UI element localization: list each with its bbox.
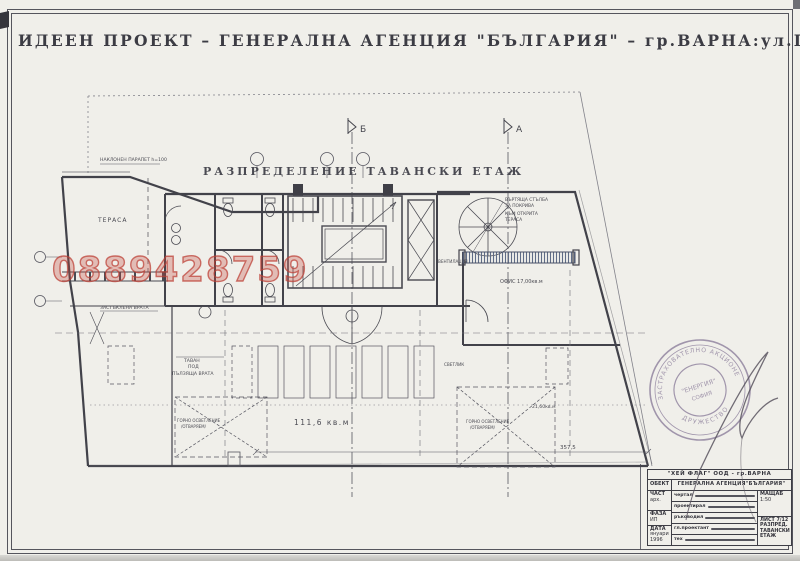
label-sliding-1: ТАВАН — [183, 358, 200, 364]
scale-cell: МАЩАБ 1:50 — [758, 491, 791, 517]
stamp-inner-2: СОФИЯ — [691, 390, 713, 402]
label-skylight-right-2: /ОТВАРЯЕМ/ — [470, 425, 496, 430]
axis-lines — [351, 132, 509, 497]
scan-edge-shadow — [0, 555, 800, 561]
doors — [89, 299, 489, 345]
label-sliding-2: ПОД — [188, 364, 199, 370]
scan-corner-blot-2 — [793, 0, 800, 9]
sheet-frame-outer — [7, 9, 793, 554]
illegible-name — [694, 494, 755, 498]
sheet-frame-inner — [11, 13, 789, 550]
object-label: ОБЕКТ — [648, 480, 672, 490]
outline-thin-echo — [62, 171, 653, 467]
axis-markers: Б А — [34, 118, 523, 307]
construction-lines — [55, 270, 648, 460]
title-block-frame — [640, 464, 794, 549]
axis-label-a: А — [516, 125, 523, 135]
staircase — [287, 195, 403, 289]
label-parapet: НАКЛОНЕН ПАРАПЕТ h=100 — [100, 157, 167, 163]
vent-shaft — [407, 199, 435, 281]
illegible-name — [705, 516, 755, 520]
part-cell: ЧАСТ арх. — [648, 491, 671, 512]
glazed-wall-band — [458, 249, 580, 266]
label-ventilation: ВЕНТИЛАЦИЯ — [438, 259, 468, 264]
label-skylight-left-2: /ОТВАРЯЕМ/ — [181, 424, 207, 429]
label-sliding-3: ПЪЛЗЯЩА ВРАТА — [172, 371, 214, 377]
plan-labels: НАКЛОНЕН ПАРАПЕТ h=100 ТЕРАСА ВЕНТИЛАЦИЯ… — [97, 157, 576, 451]
stamp-ring-bottom: ДРУЖЕСТВО — [679, 400, 733, 433]
page-title: ИДЕЕН ПРОЕКТ – ГЕНЕРАЛНА АГЕНЦИЯ "БЪЛГАР… — [18, 31, 800, 50]
illegible-name — [707, 505, 755, 509]
title-block: "ХЕЙ ФЛАГ" ООД - гр.ВАРНА ОБЕКТ ГЕНЕРАЛН… — [647, 469, 792, 546]
illegible-name — [684, 538, 755, 542]
svg-text:ДРУЖЕСТВО: ДРУЖЕСТВО — [679, 400, 733, 433]
signature — [685, 351, 779, 523]
sheet-cell: ЛИСТ 7/12 РАЗПРЕД. ТАВАНСКИ ЕТАЖ — [760, 518, 790, 539]
label-office: ОФИС 17,00кв.м — [500, 279, 543, 285]
boundary-lines — [87, 91, 653, 467]
label-spiral-4: ТЕРАСА — [504, 217, 522, 223]
object-value: ГЕНЕРАЛНА АГЕНЦИЯ"БЪЛГАРИЯ" — [677, 481, 786, 488]
watermark-phone: 0889428759 — [51, 249, 309, 290]
label-spiral-3: КЪМ ОТКРИТА — [505, 211, 538, 217]
terrace-parapet — [62, 178, 168, 282]
label-area-right: 21,60кв.м — [532, 404, 556, 410]
label-spiral-1: ВЪРТЯЩА СТЪЛБА — [505, 197, 548, 203]
signature-rows: чертал проектирал ръководил гл.проектант… — [672, 491, 757, 545]
parking-stalls — [107, 345, 569, 399]
plan-subtitle: РАЗПРЕДЕЛЕНИЕ ТАВАНСКИ ЕТАЖ — [203, 165, 525, 178]
wall-stubs — [293, 184, 393, 196]
label-skylight-right-1: ГОРНО ОСВЕТЛЕНИЕ — [466, 419, 510, 424]
illegible-name — [710, 527, 755, 531]
walls-interior — [70, 194, 620, 466]
label-skylight-left-1: ГОРНО ОСВЕТЛЕНИЕ — [177, 418, 221, 423]
scan-corner-blot — [0, 11, 9, 29]
label-terrace: ТЕРАСА — [97, 217, 127, 224]
company-name: "ХЕЙ ФЛАГ" ООД - гр.ВАРНА — [648, 470, 791, 480]
label-dim-bottom: 357,5 — [560, 445, 576, 451]
skylights — [174, 386, 556, 468]
date-cell: ДАТА януари 1996 — [650, 525, 669, 543]
dimensions — [100, 163, 652, 456]
axis-label-b: Б — [360, 125, 366, 135]
label-area-main: 111,6 кв.м — [294, 418, 350, 427]
label-glazed-door: ЗАСТЪКЛЕНА ВРАТА — [100, 305, 149, 311]
label-spiral-2: ЗА ПОКРИВА — [505, 203, 534, 209]
phase-cell: ФАЗА ИП — [648, 511, 671, 526]
label-svetlik: СВЕТЛИК — [444, 362, 464, 367]
